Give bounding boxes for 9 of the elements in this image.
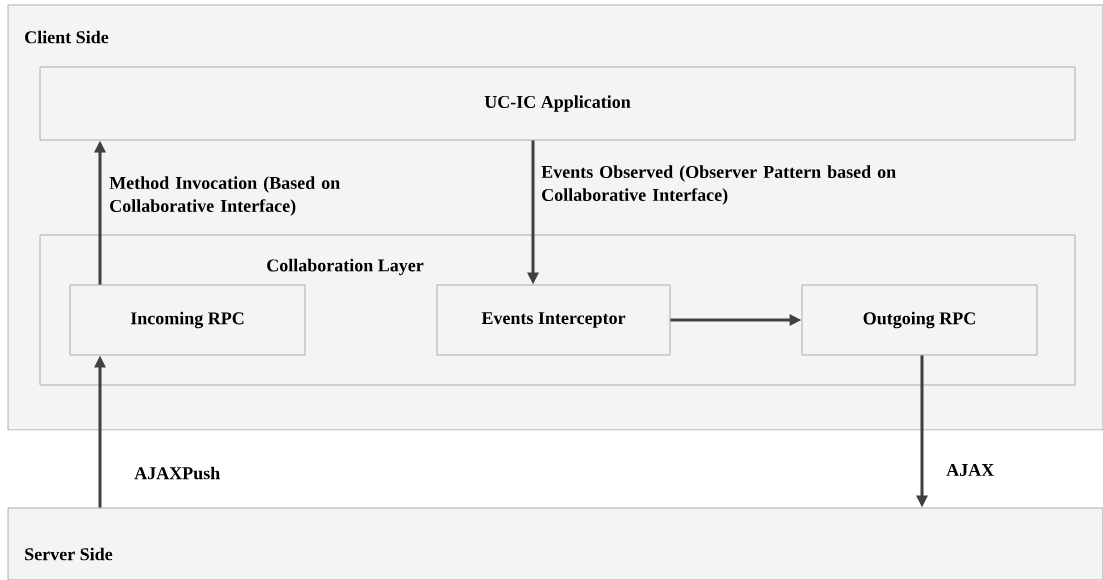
component-box: Outgoing RPC bbox=[801, 284, 1038, 356]
layer-box: Server Side bbox=[7, 507, 1103, 580]
edge-label: Method Invocation (Based on Collaborative Interface) bbox=[109, 176, 340, 216]
edge-label: AJAX bbox=[946, 463, 994, 476]
edge-label: Events Observed (Observer Pattern based on Collaborative Interface) bbox=[541, 165, 896, 205]
component-box: UC-IC Application bbox=[39, 66, 1076, 141]
component-box: Events Interceptor bbox=[436, 284, 671, 356]
component-box: Incoming RPC bbox=[69, 284, 306, 356]
edge-label: AJAXPush bbox=[134, 466, 220, 480]
